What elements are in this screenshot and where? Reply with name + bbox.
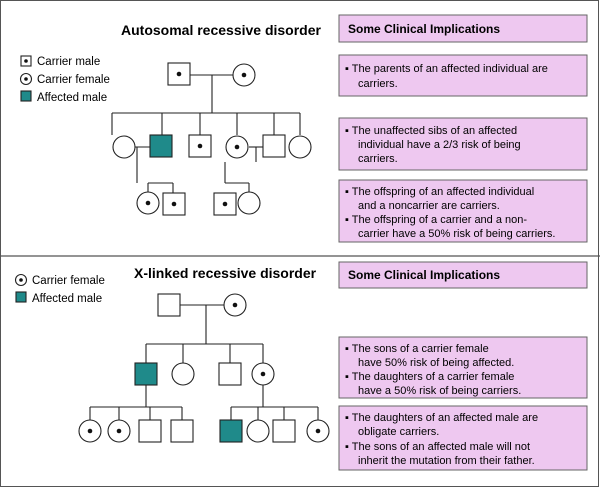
legend-x-linked: Carrier female Affected male xyxy=(14,273,105,305)
panel-title: Some Clinical Implications xyxy=(348,22,500,36)
pedigree-autosomal-lines xyxy=(111,74,301,193)
panel-header xyxy=(338,261,588,289)
unaffected-male xyxy=(262,134,286,158)
legend-autosomal: Carrier male Carrier female Affected mal… xyxy=(19,55,110,104)
carrier-dot xyxy=(234,144,240,150)
unaffected-male xyxy=(272,419,296,443)
note-text: ▪ The sons of an affected male will not xyxy=(345,441,530,453)
note-box xyxy=(338,179,588,243)
note-box xyxy=(338,405,588,471)
note-text: ▪ The daughters of an affected male are xyxy=(345,412,538,424)
pedigree-x-linked-symbols xyxy=(78,293,330,443)
note-text: obligate carriers. xyxy=(358,426,439,438)
carrier-dot xyxy=(315,428,321,434)
carrier-dot xyxy=(87,428,93,434)
affected-male xyxy=(219,419,243,443)
unaffected-female xyxy=(112,135,136,159)
carrier-dot xyxy=(171,201,177,207)
implications-panel-x-linked: Some Clinical Implications ▪ The sons of… xyxy=(338,261,588,471)
legend-label: Carrier female xyxy=(37,74,110,86)
note-text: ▪ The offspring of a carrier and a non- xyxy=(345,214,527,226)
carrier-dot xyxy=(145,200,151,206)
pedigree-x-linked-lines xyxy=(89,304,319,420)
note-text: have a 50% risk of being carriers. xyxy=(358,385,521,397)
carrier-dot xyxy=(24,77,28,81)
note-box xyxy=(338,117,588,171)
carrier-dot xyxy=(176,71,182,77)
carrier-dot xyxy=(241,72,247,78)
carrier-dot xyxy=(260,371,266,377)
note-text: carrier have a 50% risk of being carrier… xyxy=(358,228,555,240)
note-text: and a noncarrier are carriers. xyxy=(358,200,500,212)
carrier-dot xyxy=(222,201,228,207)
note-text: inherit the mutation from their father. xyxy=(358,455,535,467)
unaffected-male xyxy=(157,293,181,317)
pedigree-autosomal-symbols xyxy=(112,62,312,216)
note-text: ▪ The offspring of an affected individua… xyxy=(345,186,534,198)
unaffected-male xyxy=(170,419,194,443)
note-text: carriers. xyxy=(358,78,398,90)
note-text: have 50% risk of being affected. xyxy=(358,357,514,369)
note-text: ▪ The daughters of a carrier female xyxy=(345,371,514,383)
carrier-dot xyxy=(19,278,23,282)
note-text: carriers. xyxy=(358,153,398,165)
affected-male xyxy=(149,134,173,158)
legend-affected-male-symbol xyxy=(20,90,32,102)
carrier-dot xyxy=(197,143,203,149)
legend-label: Carrier male xyxy=(37,56,100,68)
note-box xyxy=(338,54,588,97)
legend-affected-male-symbol xyxy=(15,291,27,303)
carrier-dot xyxy=(232,302,238,308)
unaffected-male xyxy=(218,362,242,386)
note-text: ▪ The unaffected sibs of an affected xyxy=(345,125,517,137)
carrier-dot xyxy=(116,428,122,434)
affected-male xyxy=(134,362,158,386)
note-text: ▪ The parents of an affected individual … xyxy=(345,63,548,75)
panel-title: Some Clinical Implications xyxy=(348,268,500,282)
note-text: individual have a 2/3 risk of being xyxy=(358,139,521,151)
legend-label: Affected male xyxy=(32,293,102,305)
section-title-autosomal: Autosomal recessive disorder xyxy=(121,22,322,38)
panel-header xyxy=(338,14,588,43)
unaffected-female xyxy=(288,135,312,159)
legend-label: Carrier female xyxy=(32,275,105,287)
section-title-x-linked: X-linked recessive disorder xyxy=(134,265,317,281)
unaffected-female xyxy=(246,419,270,443)
implications-panel-autosomal: Some Clinical Implications ▪ The parents… xyxy=(338,14,588,243)
carrier-dot xyxy=(24,59,28,63)
legend-label: Affected male xyxy=(37,92,107,104)
unaffected-female xyxy=(237,191,261,215)
unaffected-female xyxy=(171,362,195,386)
note-text: ▪ The sons of a carrier female xyxy=(345,343,489,355)
unaffected-male xyxy=(138,419,162,443)
note-box xyxy=(338,336,588,399)
